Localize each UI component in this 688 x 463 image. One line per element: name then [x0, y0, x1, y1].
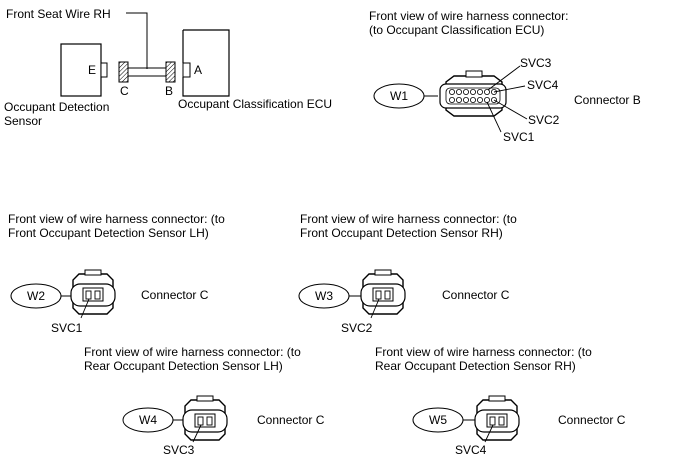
connector-c-diagram-w3	[298, 269, 406, 319]
connector-b-diagram	[373, 65, 528, 133]
connector-c-pin-leader	[192, 424, 202, 443]
connector-c-latch	[84, 269, 102, 276]
connector-c-pin-1	[489, 416, 496, 426]
w1-tag: W1	[390, 89, 408, 103]
occupant-classification-ecu-box	[182, 29, 230, 97]
connector-b-name: Connector B	[574, 93, 641, 107]
connector-c-pin-leader	[484, 424, 494, 443]
occupant-detection-sensor-box	[60, 43, 102, 97]
pin-svc2-label: SVC2	[528, 113, 560, 127]
w4-title-line2: Rear Occupant Detection Sensor LH)	[84, 359, 283, 373]
w2-title-line2: Front Occupant Detection Sensor LH)	[8, 226, 209, 240]
w5-title-line1: Front view of wire harness connector: (t…	[375, 345, 592, 359]
connector-c-pin-1	[197, 416, 204, 426]
w3-pin-label: SVC2	[341, 321, 373, 335]
connector-c-diagram-w4	[122, 395, 228, 443]
connector-c-pin-1	[85, 290, 92, 300]
w4-pin-label: SVC3	[163, 443, 195, 457]
sensor-label-line1: Occupant Detection	[4, 100, 110, 114]
connector-c-diagram-w2	[10, 269, 116, 319]
connector-b-title-line2: (to Occupant Classification ECU)	[369, 23, 545, 37]
ecu-port	[182, 62, 191, 78]
w2-title-line1: Front view of wire harness connector: (t…	[8, 212, 225, 226]
w2-pin-label: SVC1	[51, 321, 83, 335]
w3-tag: W3	[315, 289, 333, 303]
connector-c-latch	[374, 269, 392, 276]
wire-harness	[127, 67, 167, 77]
pin-a-label: A	[194, 63, 203, 77]
w2-connector-name: Connector C	[141, 288, 209, 302]
connector-b-pins	[448, 89, 497, 104]
connector-c-pin-2	[206, 416, 213, 426]
pin-svc1-label: SVC1	[503, 130, 535, 144]
connector-c-latch	[488, 395, 506, 402]
w3-title-line1: Front view of wire harness connector: (t…	[300, 212, 517, 226]
w5-pin-label: SVC4	[455, 443, 487, 457]
pin-e-label: E	[88, 63, 97, 77]
connector-c-pin-1	[375, 290, 382, 300]
w5-tag: W5	[429, 413, 447, 427]
pin-c-label: C	[120, 84, 129, 98]
sensor-label-line2: Sensor	[4, 114, 43, 128]
w3-title-line2: Front Occupant Detection Sensor RH)	[300, 226, 503, 240]
ecu-label: Occupant Classification ECU	[178, 97, 333, 111]
connector-c-pin-leader	[370, 298, 380, 319]
w4-title-line1: Front view of wire harness connector: (t…	[84, 345, 301, 359]
connector-c-pin-2	[384, 290, 391, 300]
pin-svc4-label: SVC4	[527, 78, 559, 92]
connector-b-leaders	[486, 65, 528, 133]
w3-connector-name: Connector C	[442, 288, 510, 302]
w2-tag: W2	[27, 289, 45, 303]
connector-c-plug	[118, 61, 129, 83]
connector-c-diagram-w5	[412, 395, 520, 443]
w5-connector-name: Connector C	[558, 413, 626, 427]
pin-svc3-label: SVC3	[520, 56, 552, 70]
connector-c-pin-2	[94, 290, 101, 300]
system-overview	[60, 12, 230, 97]
connector-b-title-line1: Front view of wire harness connector:	[369, 9, 569, 23]
wire-leader-line	[126, 12, 148, 69]
connector-c-pin-2	[498, 416, 505, 426]
w5-title-line2: Rear Occupant Detection Sensor RH)	[375, 359, 576, 373]
w4-tag: W4	[139, 413, 157, 427]
sensor-port	[100, 62, 108, 78]
connector-c-latch	[196, 395, 214, 402]
connector-b-plug	[165, 61, 176, 83]
wire-label: Front Seat Wire RH	[6, 7, 111, 21]
connector-b-latch	[465, 70, 483, 78]
connector-c-pin-leader	[80, 298, 90, 319]
w4-connector-name: Connector C	[257, 413, 325, 427]
pin-b-label: B	[165, 84, 174, 98]
